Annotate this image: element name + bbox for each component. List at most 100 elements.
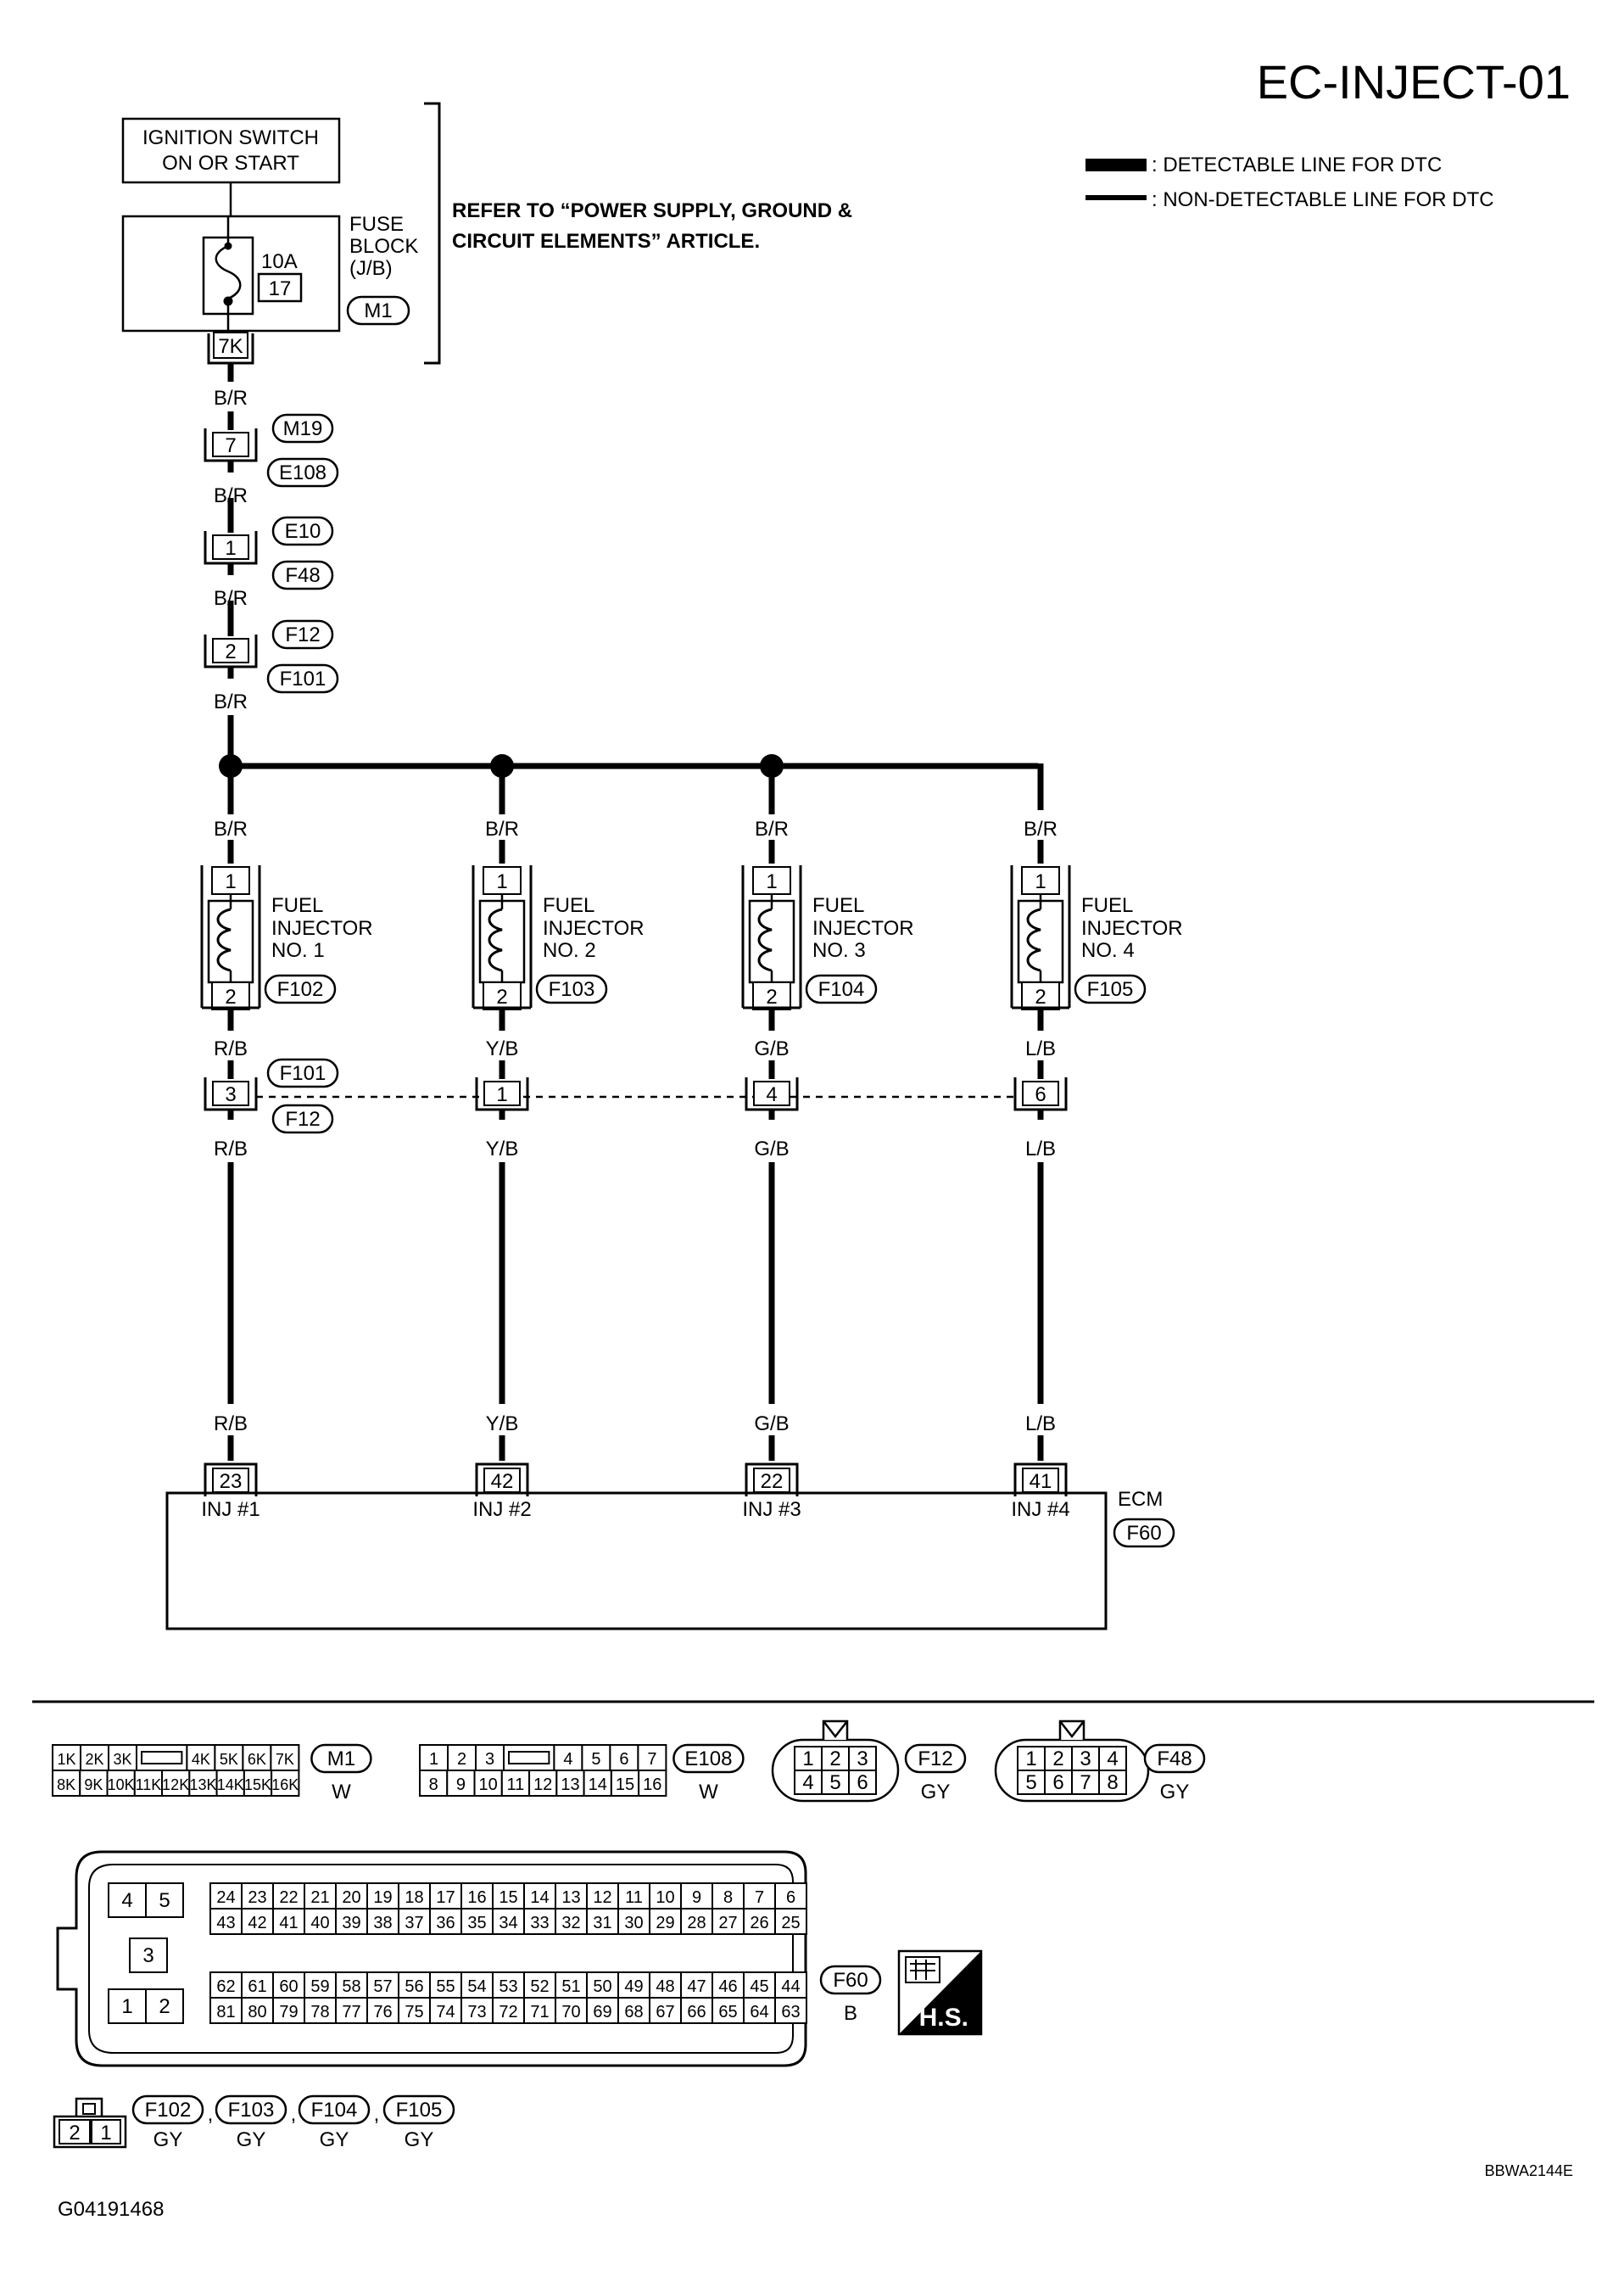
connector-pin: 53 (499, 1977, 517, 1996)
connector-id-text: F104 (818, 978, 865, 1001)
connector-pin: 26 (750, 1914, 768, 1932)
connector-view-id: F102 (131, 2094, 204, 2125)
joint-connector-id: F12 (271, 1104, 334, 1134)
connector-pin: 8 (1107, 1771, 1118, 1794)
connector-pin: 1 (225, 537, 236, 560)
connector-pin: 1 (802, 1747, 813, 1770)
connector-id-text: F103 (228, 2099, 275, 2122)
fuse-rating: 10A (261, 250, 298, 273)
joint-connector: 1 (475, 1077, 529, 1111)
connector-id-text: F60 (833, 1969, 868, 1992)
connector-view-id: M1 (310, 1743, 372, 1774)
connector-pin: 6K (248, 1751, 266, 1768)
separator-comma: , (291, 2103, 297, 2126)
injector-name: FUEL (543, 894, 594, 917)
wire-color-label: R/B (214, 1037, 248, 1060)
refer-note-line1: REFER TO “POWER SUPPLY, GROUND & (452, 199, 852, 222)
legend-non-detectable-swatch (1085, 195, 1147, 200)
injector-pin: 1 (225, 870, 236, 893)
chain-connector: 7 (204, 428, 258, 462)
wire-color-label: R/B (214, 1138, 248, 1160)
connector-pin: 18 (405, 1888, 423, 1907)
injector-name: NO. 2 (543, 939, 596, 962)
refer-bracket (424, 102, 441, 365)
connector-id-text: F48 (285, 564, 320, 587)
chain-connector: 2 (204, 635, 258, 668)
injector-coil-icon (757, 908, 773, 972)
circuit-layer: B/R7M19E108B/R1E10F48B/R2F12F101B/RB/R12… (32, 363, 1594, 2151)
separator-comma: , (208, 2103, 214, 2126)
connector-pin: 19 (373, 1888, 392, 1907)
fuse-block: 10A 17 FUSE BLOCK (J/B) M1 (121, 213, 418, 333)
connector-pin: 3 (485, 1750, 494, 1769)
connector-color: B (844, 2002, 857, 2025)
connector-pin: 74 (436, 2003, 455, 2021)
connector-pin: 22 (761, 1470, 784, 1493)
connector-id-text: E10 (285, 520, 321, 543)
connector-id-text: F48 (1157, 1747, 1191, 1770)
chain-connector-id: F101 (266, 663, 339, 694)
connector-pin: 39 (342, 1914, 360, 1932)
connector-pin: 44 (781, 1977, 800, 1996)
wire-color-label: G/B (754, 1138, 789, 1160)
ecm-name: ECM (1118, 1488, 1163, 1511)
connector-pin: 36 (436, 1914, 455, 1932)
injector-connector-id: F104 (805, 974, 878, 1004)
connector-pin: 7 (225, 434, 236, 457)
connector-id-text: M1 (327, 1747, 355, 1770)
connector-pin: 4 (766, 1083, 777, 1106)
connector-pin: 51 (561, 1977, 580, 1996)
ecm-connector-id: F60 (1113, 1518, 1175, 1548)
wire-color-label: R/B (214, 1412, 248, 1435)
connector-pin: 11 (507, 1775, 525, 1794)
connector-color: GY (1160, 1781, 1190, 1803)
connector-pin: 8 (723, 1888, 733, 1907)
connector-pin: 73 (467, 2003, 486, 2021)
ecm-pin-label: INJ #3 (742, 1498, 801, 1521)
connector-pin: 34 (499, 1914, 517, 1932)
injector-coil-icon (216, 908, 232, 972)
connector-pin: 10K (108, 1776, 135, 1793)
connector-pin: 29 (656, 1914, 674, 1932)
connector-pin: 41 (279, 1914, 298, 1932)
injector-name: NO. 3 (812, 939, 866, 962)
connector-pin: 35 (467, 1914, 486, 1932)
connector-pin: 15 (499, 1888, 517, 1907)
injector-pin: 1 (1035, 870, 1046, 893)
svg-text:(J/B): (J/B) (349, 257, 393, 280)
connector-pin: 7 (647, 1750, 656, 1769)
connector-pin: 23 (248, 1888, 266, 1907)
wire-color-label: B/R (755, 818, 789, 841)
connector-pin: 33 (530, 1914, 549, 1932)
wire-color-label: B/R (214, 387, 248, 410)
connector-pin: 5 (829, 1771, 840, 1794)
connector-pin: 3 (225, 1083, 236, 1106)
document-code: G04191468 (58, 2198, 164, 2221)
connector-view-id: E108 (672, 1743, 745, 1774)
connector-pin: 72 (499, 2003, 517, 2021)
injector-connector-id: F103 (535, 974, 608, 1004)
wire-color-label: L/B (1025, 1412, 1056, 1435)
connector-pin: 76 (373, 2003, 392, 2021)
connector-pin: 4 (1107, 1747, 1118, 1770)
connector-pin: 7K (276, 1751, 294, 1768)
connector-view-id: F48 (1143, 1743, 1206, 1774)
ecm-pin-connector: 41 (1013, 1462, 1068, 1496)
connector-pin: 3 (1080, 1747, 1091, 1770)
connector-view-id: F103 (215, 2094, 287, 2125)
injector-pin: 1 (496, 870, 507, 893)
wire-color-label: G/B (754, 1037, 789, 1060)
connector-pin: 50 (593, 1977, 611, 1996)
legend-non-detectable-label: : NON-DETECTABLE LINE FOR DTC (1152, 188, 1494, 211)
connector-pin: 79 (279, 2003, 298, 2021)
connector-color: W (332, 1781, 351, 1803)
connector-pin: 3 (142, 1944, 153, 1967)
connector-pin: 13 (561, 1888, 580, 1907)
connector-pin: 1 (121, 1995, 132, 2018)
connector-pin: 60 (279, 1977, 298, 1996)
connector-pin: 2 (457, 1750, 466, 1769)
connector-color: GY (320, 2128, 349, 2151)
connector-id-text: F102 (277, 978, 324, 1001)
